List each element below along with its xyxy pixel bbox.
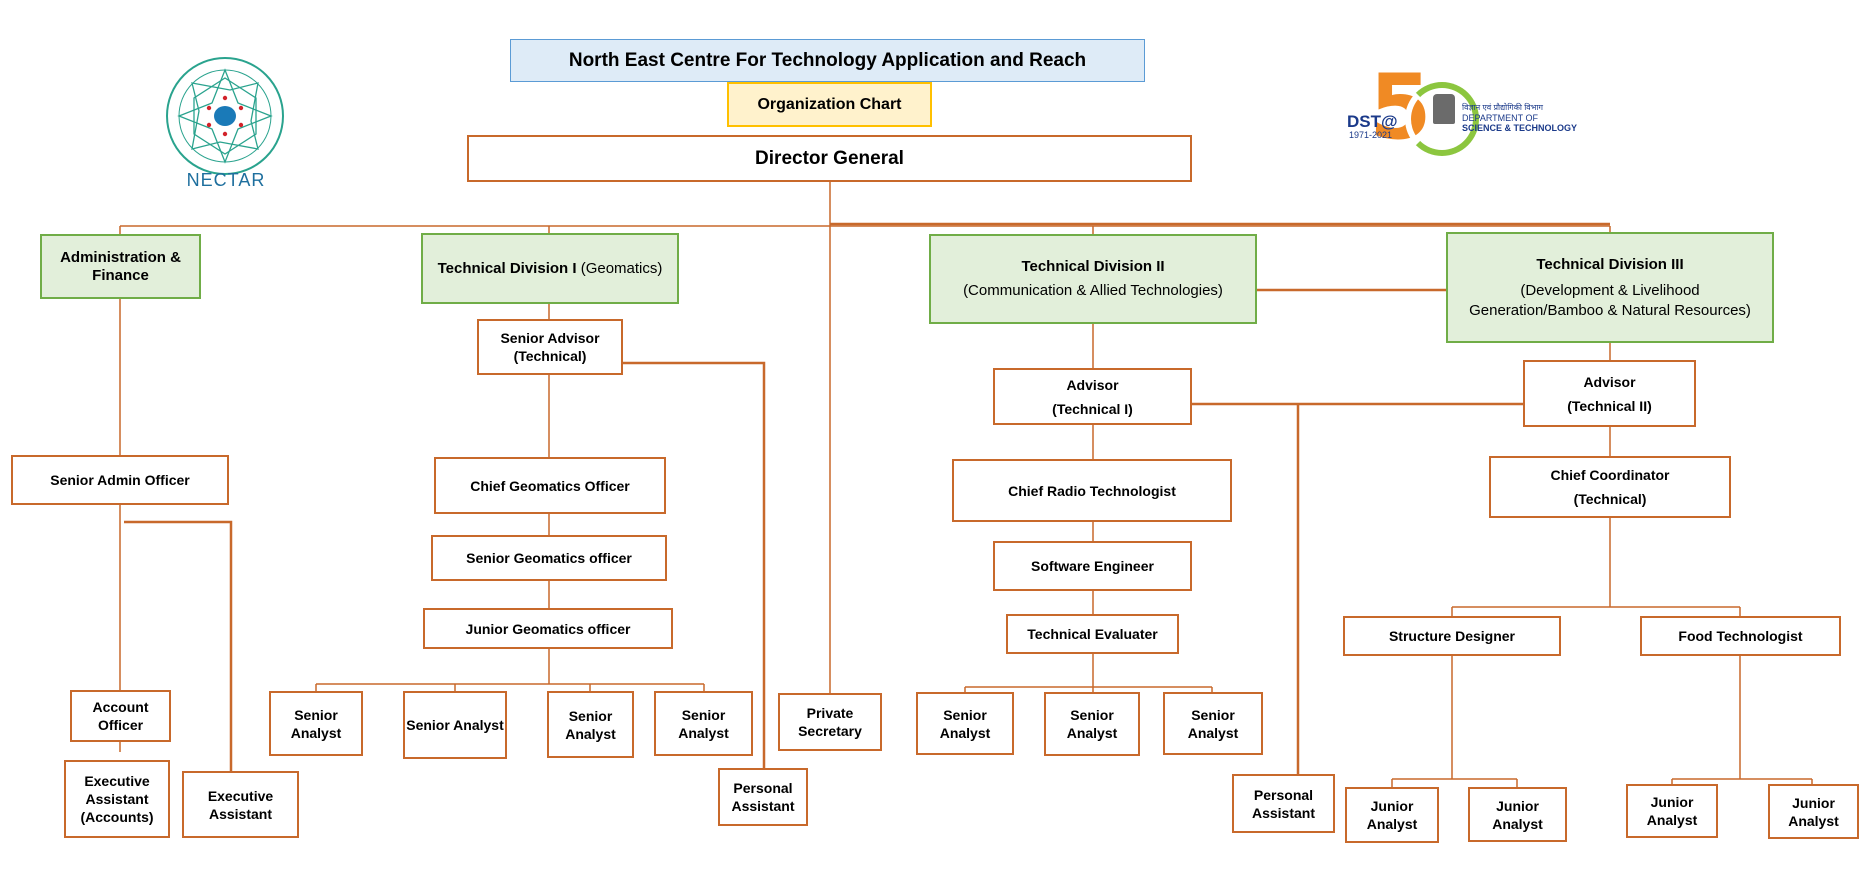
dst-dept-line1: DEPARTMENT OF (1462, 113, 1539, 123)
dst-dept-line2: SCIENCE & TECHNOLOGY (1462, 123, 1578, 133)
node-software-engineer: Software Engineer (993, 541, 1192, 591)
node-food-technologist: Food Technologist (1640, 616, 1841, 656)
node-advisor-technical-2: Advisor(Technical II) (1523, 360, 1696, 427)
node-technical-evaluater: Technical Evaluater (1006, 614, 1179, 654)
emblem-icon (1433, 94, 1455, 124)
node-technical-division-3: Technical Division III (Development & Li… (1446, 232, 1774, 343)
node-director-general: Director General (467, 135, 1192, 182)
node-sd-junior-analyst-2: Junior Analyst (1468, 787, 1567, 842)
node-chief-coordinator-technical: Chief Coordinator(Technical) (1489, 456, 1731, 518)
node-admin-finance: Administration &Finance (40, 234, 201, 299)
node-junior-geomatics-officer: Junior Geomatics officer (423, 608, 673, 649)
node-chief-geomatics-officer: Chief Geomatics Officer (434, 457, 666, 514)
node-chief-radio-technologist: Chief Radio Technologist (952, 459, 1232, 522)
dst-label: DST@ (1347, 112, 1398, 131)
node-technical-division-1: Technical Division I (Geomatics) (421, 233, 679, 304)
dst-logo: 5 DST@ 1971-2021 विज्ञान एवं प्रौद्योगिक… (1345, 58, 1580, 162)
dst-hindi: विज्ञान एवं प्रौद्योगिकी विभाग (1462, 103, 1543, 112)
page-title: North East Centre For Technology Applica… (510, 39, 1145, 82)
nectar-logo: NECTAR (150, 48, 302, 196)
nectar-emblem-icon (166, 57, 284, 175)
node-senior-advisor-technical: Senior Advisor(Technical) (477, 319, 623, 375)
node-senior-admin-officer: Senior Admin Officer (11, 455, 229, 505)
chart-subtitle: Organization Chart (727, 82, 932, 127)
dst-years: 1971-2021 (1349, 130, 1393, 140)
node-senior-geomatics-officer: Senior Geomatics officer (431, 535, 667, 581)
node-td1-senior-analyst-2: Senior Analyst (403, 691, 507, 759)
nectar-wordmark: NECTAR (186, 170, 266, 190)
node-technical-division-2: Technical Division II(Communication & Al… (929, 234, 1257, 324)
dst-ring-icon (1405, 82, 1479, 156)
node-structure-designer: Structure Designer (1343, 616, 1561, 656)
node-advisor-technical-1: Advisor(Technical I) (993, 368, 1192, 425)
